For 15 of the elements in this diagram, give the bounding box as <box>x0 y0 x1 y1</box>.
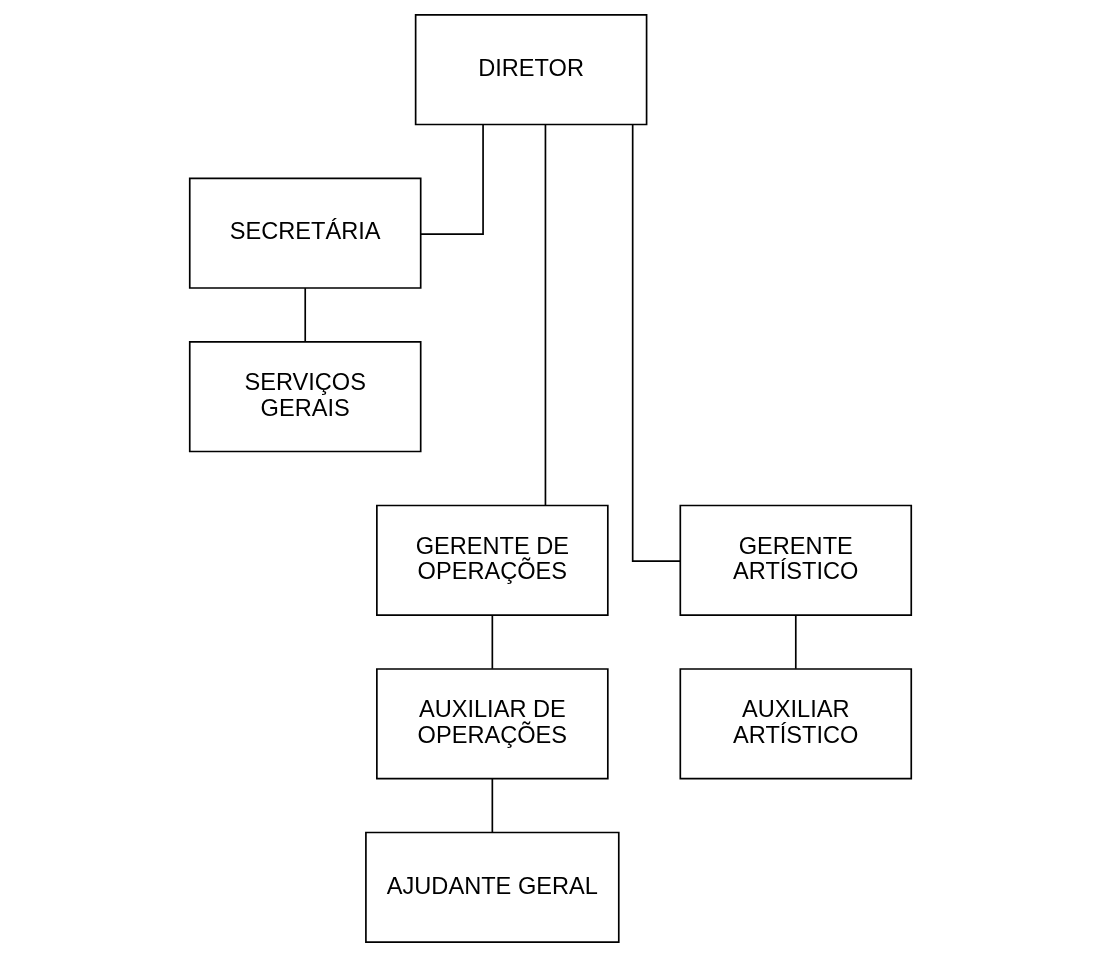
node-box: AUXILIAR ARTÍSTICO <box>679 668 913 780</box>
node-box: GERENTE ARTÍSTICO <box>679 504 913 616</box>
connector <box>794 614 797 670</box>
node-box: GERENTE DE OPERAÇÕES <box>376 504 609 616</box>
node-box: AUXILIAR DE OPERAÇÕES <box>376 668 609 780</box>
connector <box>304 287 307 343</box>
node-box: SERVIÇOS GERAIS <box>188 341 422 453</box>
node-box: SECRETÁRIA <box>188 177 422 289</box>
connector <box>544 123 547 506</box>
connector <box>491 777 494 834</box>
connector <box>420 124 484 235</box>
connector <box>631 123 682 562</box>
node-box: DIRETOR <box>414 14 648 126</box>
node-box: AJUDANTE GERAL <box>365 831 620 943</box>
connector <box>491 614 494 670</box>
